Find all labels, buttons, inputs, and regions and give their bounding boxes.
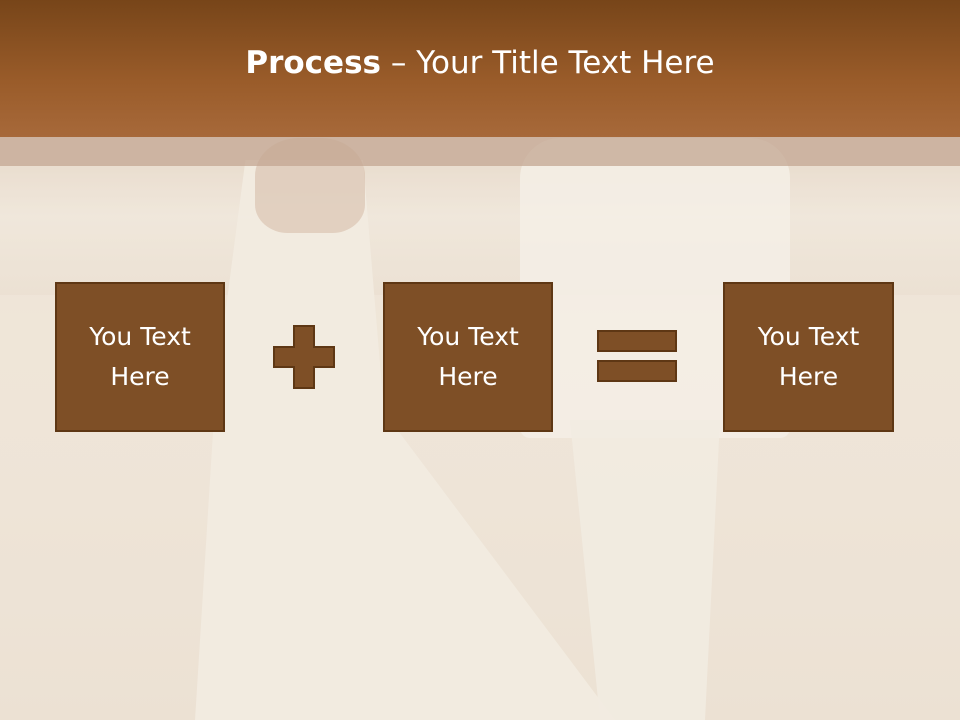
- process-box-1-label: You Text Here: [89, 322, 191, 391]
- background-sea: [0, 165, 960, 295]
- equals-icon: [597, 330, 677, 382]
- process-box-1[interactable]: You Text Here: [55, 282, 225, 432]
- background-groom-legs: [570, 420, 720, 720]
- slide-title: Process – Your Title Text Here: [245, 45, 714, 81]
- title-strip: [0, 137, 960, 166]
- plus-icon: [273, 325, 335, 389]
- process-box-2[interactable]: You Text Here: [383, 282, 553, 432]
- process-box-3[interactable]: You Text Here: [723, 282, 894, 432]
- process-box-2-label: You Text Here: [417, 322, 519, 391]
- title-rest: – Your Title Text Here: [381, 44, 715, 81]
- title-bold: Process: [245, 44, 381, 81]
- title-bar: Process – Your Title Text Here: [0, 0, 960, 137]
- process-box-3-label: You Text Here: [757, 322, 860, 391]
